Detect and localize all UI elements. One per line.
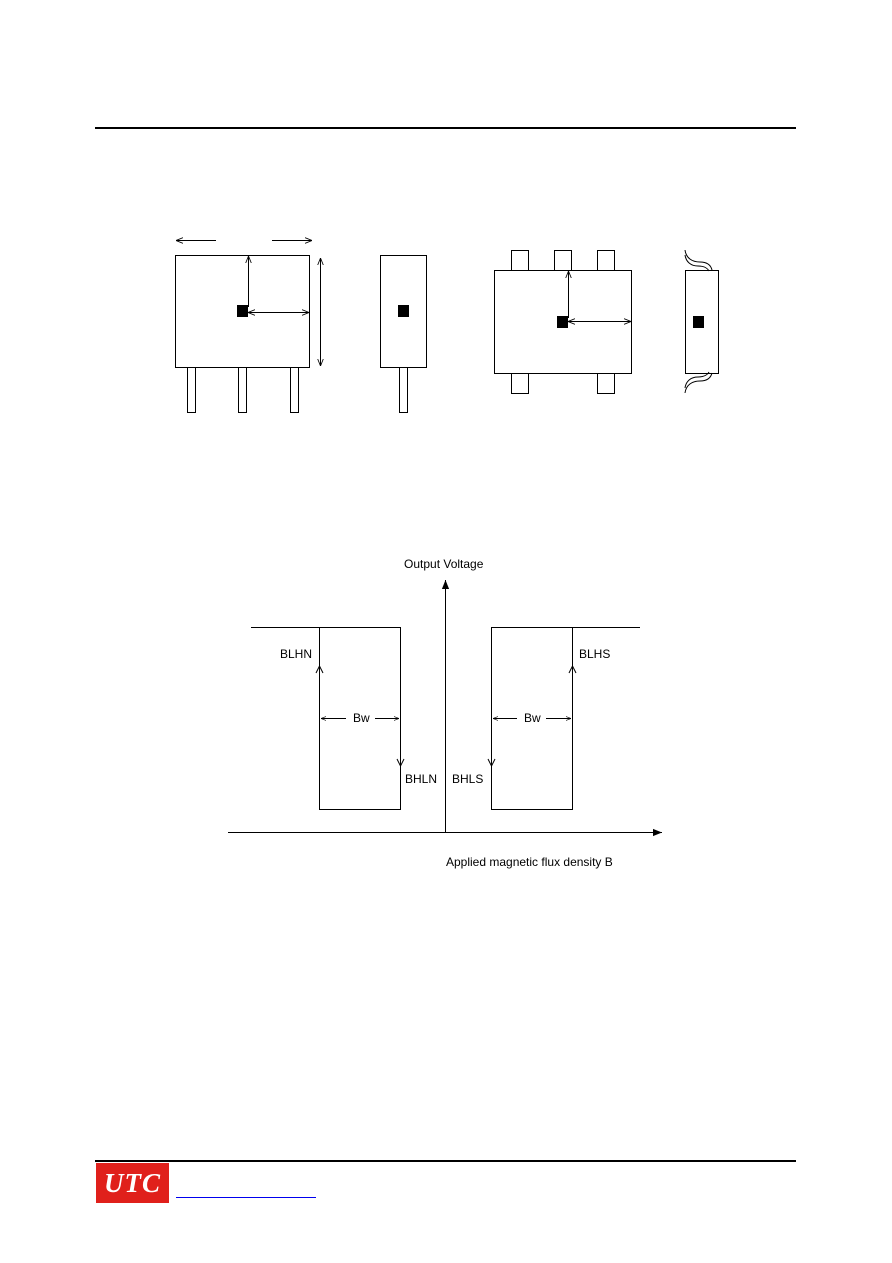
bhls-label: BHLS [452, 772, 484, 786]
package-to92-front [175, 241, 321, 413]
utc-logo: UTC [96, 1163, 169, 1203]
lead [187, 367, 196, 413]
package-sot-top [494, 250, 632, 394]
company-website-link[interactable] [176, 1183, 316, 1198]
direction-arrow [396, 758, 405, 768]
blhn-label: BLHN [280, 647, 313, 661]
lead [554, 250, 572, 271]
north-hysteresis-loop [251, 627, 401, 810]
gull-wing-lead [684, 371, 710, 389]
footer-rule [95, 1160, 796, 1162]
hall-element-marker [557, 316, 568, 328]
gull-wing-lead [684, 249, 713, 271]
lead [511, 373, 529, 394]
direction-arrow [487, 758, 496, 768]
direction-arrow [315, 664, 324, 674]
bhln-label: BHLN [405, 772, 438, 786]
blhs-label: BLHS [579, 647, 611, 661]
lead [597, 250, 615, 271]
x-axis-label: Applied magnetic flux density B [446, 855, 613, 869]
lead [399, 367, 408, 413]
hall-element-marker [693, 316, 704, 328]
package-sot-side [684, 249, 719, 394]
package-body [685, 270, 719, 374]
package-to92-side [380, 255, 427, 413]
lead [238, 367, 247, 413]
hysteresis-graph [228, 580, 662, 837]
gull-wing-lead [684, 254, 710, 272]
hall-element-marker [237, 305, 248, 317]
direction-arrow [568, 664, 577, 674]
lead [511, 250, 529, 271]
y-axis-label: Output Voltage [404, 557, 484, 571]
hall-element-marker [398, 305, 409, 317]
bw-label-right: Bw [524, 711, 541, 725]
lead [290, 367, 299, 413]
gull-wing-lead [684, 372, 713, 394]
bw-label-left: Bw [353, 711, 370, 725]
logo-text: UTC [104, 1167, 161, 1198]
south-hysteresis-loop [491, 627, 640, 810]
header-rule [95, 127, 796, 129]
lead [597, 373, 615, 394]
